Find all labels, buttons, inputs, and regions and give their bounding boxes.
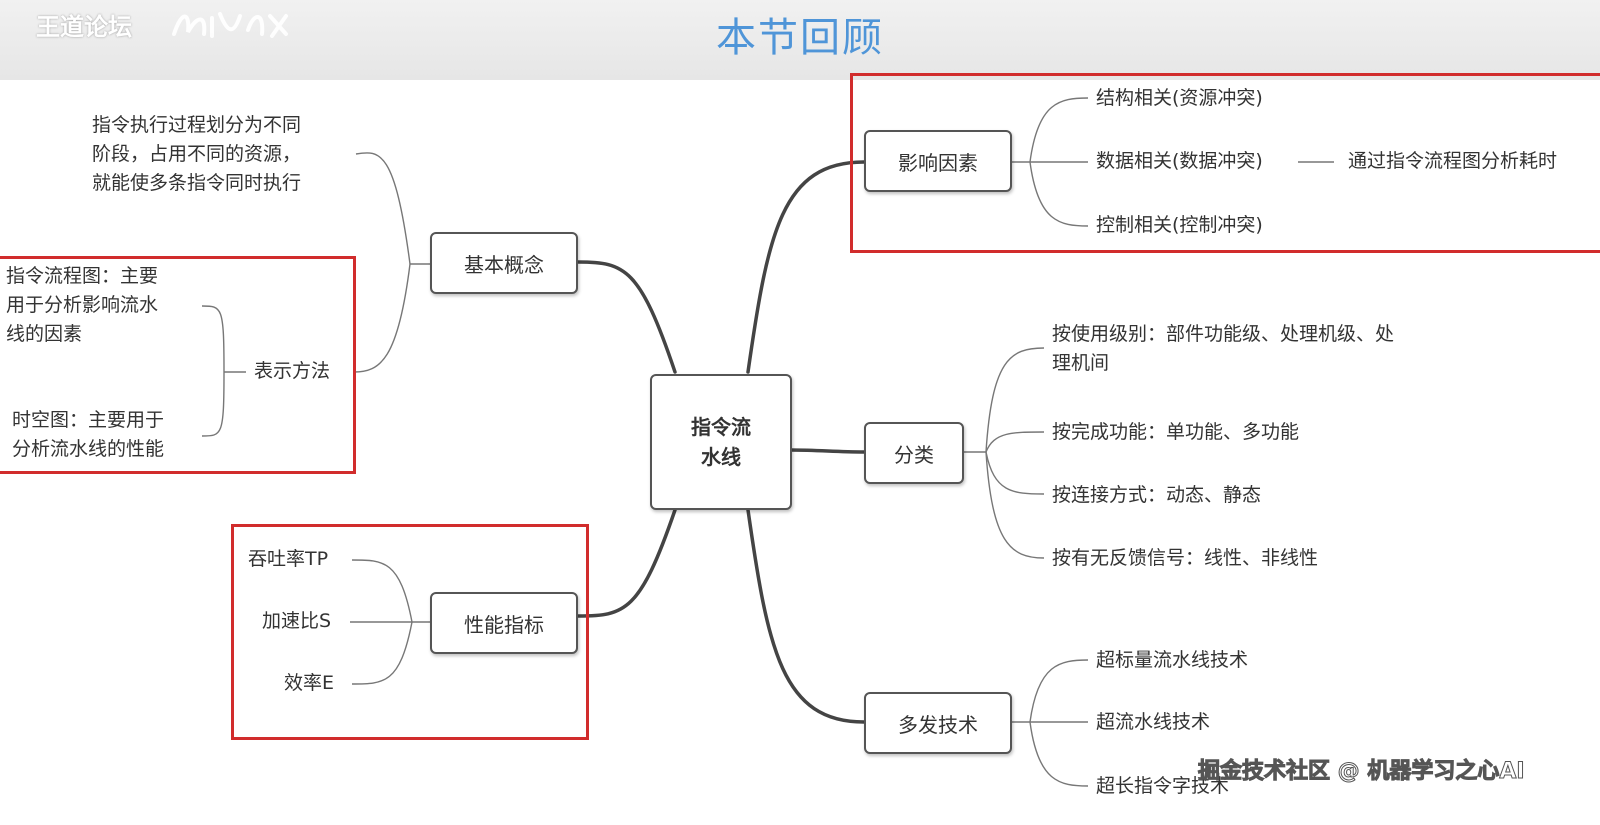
center-node: 指令流水线	[650, 374, 792, 510]
highlight-box-performance	[231, 524, 589, 740]
multi-issue-item-vliw: 超长指令字技术	[1096, 775, 1230, 797]
branch-performance: 性能指标	[430, 592, 578, 654]
branch-classification: 分类	[864, 422, 964, 484]
multi-issue-item-superscalar: 超标量流水线技术	[1096, 649, 1249, 671]
representation-label: 表示方法	[254, 360, 331, 382]
classification-item-function: 按完成功能：单功能、多功能	[1052, 421, 1300, 443]
perf-item-speedup: 加速比S	[262, 610, 332, 632]
factor-item-structural: 结构相关(资源冲突)	[1096, 87, 1263, 109]
perf-item-throughput: 吞吐率TP	[248, 548, 329, 570]
factor-data-note: 通过指令流程图分析耗时	[1348, 150, 1558, 172]
flow-chart-text: 指令流程图：主要 用于分析影响流水 线的因素	[6, 265, 159, 345]
logo-scribble-icon	[172, 12, 288, 38]
highlight-box-factors	[850, 73, 1600, 253]
branch-multi-issue: 多发技术	[864, 692, 1012, 754]
classification-item-connection: 按连接方式：动态、静态	[1052, 484, 1262, 506]
factor-item-control: 控制相关(控制冲突)	[1096, 214, 1263, 236]
header-banner	[0, 0, 1600, 80]
logo-text: 王道论坛	[36, 13, 132, 41]
multi-issue-item-superpipeline: 超流水线技术	[1096, 711, 1211, 733]
classification-item-feedback: 按有无反馈信号：线性、非线性	[1052, 547, 1319, 569]
branch-factors: 影响因素	[864, 130, 1012, 192]
perf-item-efficiency: 效率E	[284, 672, 335, 694]
classification-item-level: 按使用级别：部件功能级、处理机级、处 理机间	[1052, 323, 1395, 374]
page-title: 本节回顾	[716, 15, 884, 61]
basic-definition-text: 指令执行过程划分为不同 阶段，占用不同的资源， 就能使多条指令同时执行	[92, 114, 302, 194]
footer-watermark: 掘金技术社区 @ 机器学习之心AI	[1198, 759, 1526, 785]
factor-item-data: 数据相关(数据冲突)	[1096, 150, 1263, 172]
space-time-text: 时空图：主要用于 分析流水线的性能	[12, 409, 165, 460]
highlight-box-representation	[0, 256, 356, 474]
branch-basic-concept: 基本概念	[430, 232, 578, 294]
